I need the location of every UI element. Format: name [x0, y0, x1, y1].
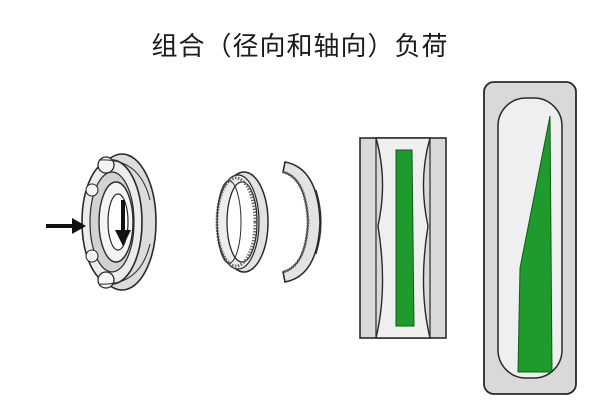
diagram-title: 组合（径向和轴向）负荷 [151, 32, 449, 62]
combined-load-zone [517, 115, 553, 373]
combined-section [483, 81, 577, 395]
inner-ring [215, 171, 269, 273]
radial-load-arrow [115, 200, 131, 246]
outer-ring-rim-bottom [99, 243, 151, 285]
axial-load-arrow [46, 218, 86, 234]
ball-left-top [85, 183, 99, 197]
outer-ring-rim [99, 159, 151, 201]
radial-load-zone [395, 149, 415, 327]
radial-section [359, 137, 447, 339]
ball-left-bottom [85, 249, 99, 263]
bearing-assembly [46, 153, 157, 291]
outer-ring [282, 161, 322, 283]
ball-top [97, 156, 115, 174]
ball-bottom [97, 271, 115, 289]
